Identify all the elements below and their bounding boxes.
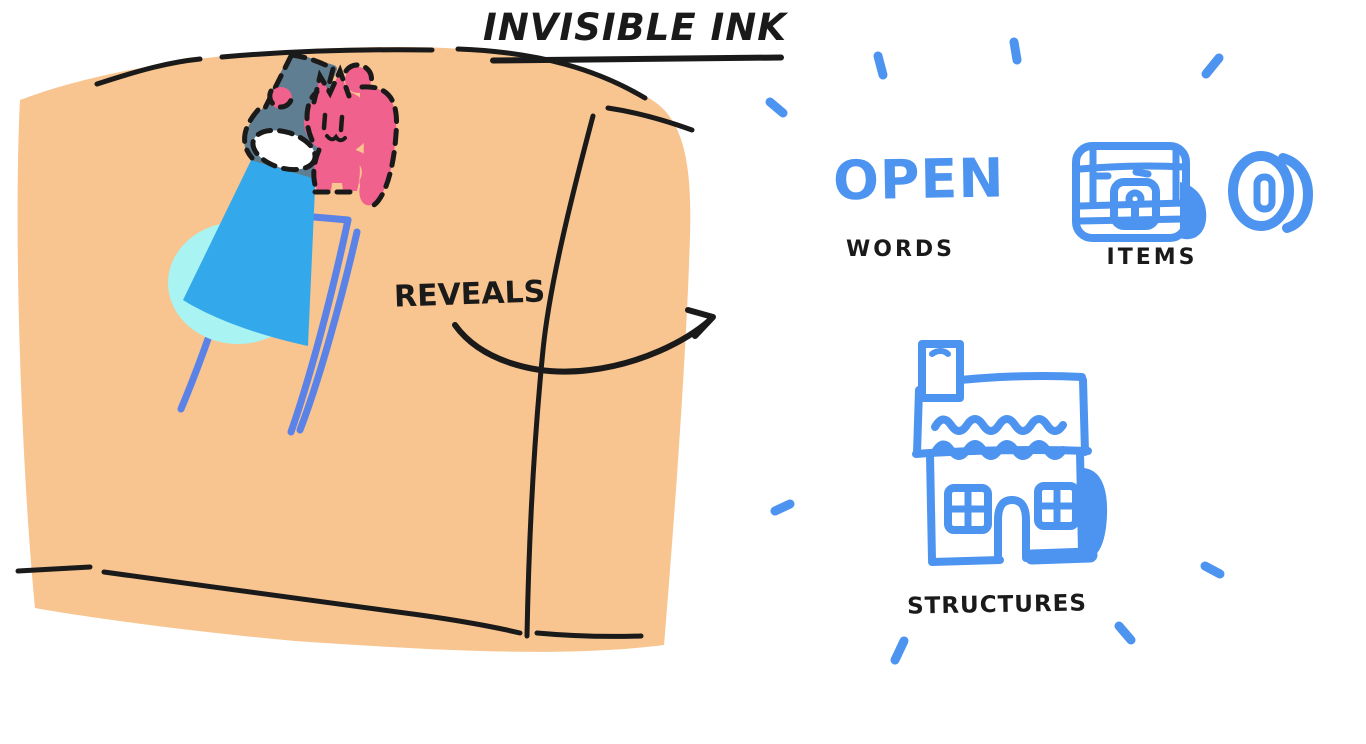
page-title: INVISIBLE INK — [483, 6, 787, 49]
treasure-chest-icon — [1072, 142, 1207, 242]
fold-line — [524, 113, 596, 639]
sparkles — [765, 37, 1225, 665]
sparkle-dash — [1200, 561, 1225, 579]
sparkle-dash — [765, 97, 788, 118]
coin-icon — [1228, 151, 1313, 233]
category-label-items: ITEMS — [1106, 245, 1198, 270]
bottom-crease — [15, 564, 93, 574]
parchment — [15, 46, 695, 652]
parchment-top-edge — [94, 56, 203, 87]
creature-eye-left — [321, 112, 328, 131]
curved-arrow — [452, 307, 716, 375]
roof-wave — [931, 415, 1067, 435]
sparkle-dash — [770, 499, 795, 516]
light-beam — [183, 146, 316, 346]
category-label-structures: STRUCTURES — [906, 590, 1088, 620]
reveals-label: REVEALS — [393, 274, 546, 315]
creature-mouth — [325, 133, 347, 143]
sparkle-dash — [890, 636, 909, 665]
sparkle-dash — [1201, 53, 1224, 79]
sparkle-dash — [1009, 37, 1022, 65]
revealed-word-open: OPEN — [832, 146, 1006, 213]
creature-eye-right — [338, 114, 345, 133]
sparkle-dash — [873, 51, 888, 80]
house-door — [994, 496, 1030, 564]
roof-wave — [931, 440, 1067, 460]
sparkle-dash — [1114, 621, 1136, 645]
lamp-lens — [252, 130, 316, 170]
category-label-words: WORDS — [846, 237, 956, 262]
pink-creature-icon — [267, 62, 400, 208]
house-icon — [912, 340, 1108, 566]
